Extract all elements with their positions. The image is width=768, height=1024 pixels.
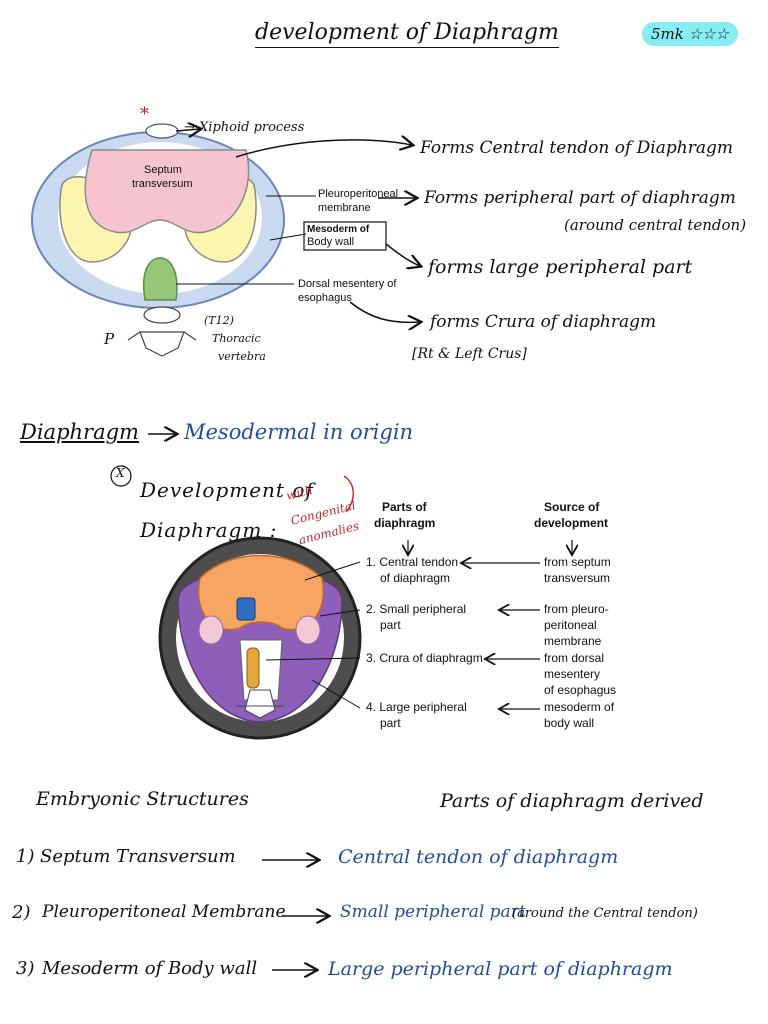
summary-column-left: Embryonic Structures	[36, 788, 249, 810]
xiphoid-label: → Xiphoid process	[184, 120, 305, 135]
source-2-line3: membrane	[544, 634, 602, 648]
small-peripheral-right-shape	[295, 615, 321, 645]
source-3-line3: of esophagus	[544, 683, 617, 697]
dorsal-mesentery-label-line1: Dorsal mesentery of	[298, 278, 397, 290]
mesoderm-label-line1: Mesoderm of	[307, 224, 370, 235]
column-parts-line2: diaphragm	[374, 516, 436, 530]
part-4-line2: part	[380, 716, 401, 730]
vertebra-shape	[127, 306, 197, 357]
p-mark: P	[104, 330, 115, 348]
diagram-2-title-line1: Development of	[140, 478, 314, 502]
vertebra-label-line3: vertebra	[218, 350, 266, 363]
origin-value: Mesodermal in origin	[184, 420, 414, 444]
summary-row-1-structure: Septum Transversum	[40, 846, 236, 867]
column-parts-line1: Parts of	[382, 500, 427, 514]
note-peripheral-line2: (around central tendon)	[564, 216, 747, 234]
summary-row-3-part: Large peripheral part of diaphragm	[328, 958, 673, 980]
part-1-line2: of diaphragm	[380, 571, 451, 585]
source-4-line2: body wall	[544, 716, 595, 730]
source-3-line2: mesentery	[544, 667, 601, 681]
diagram-2-title-line2: Diaphragm :	[140, 518, 278, 542]
marks-badge: 5mk ☆☆☆	[642, 22, 738, 46]
summary-row-2-structure: Pleuroperitoneal Membrane	[42, 902, 286, 922]
pleuroperitoneal-label-line2: membrane	[318, 202, 371, 214]
part-4-line1: 4. Large peripheral	[366, 700, 467, 714]
source-2-line2: peritoneal	[544, 618, 597, 632]
source-4-line1: mesoderm of	[544, 700, 615, 714]
diagram-2-mark: X	[116, 466, 125, 480]
summary-row-1-number: 1)	[16, 846, 35, 867]
note-central-tendon: Forms Central tendon of Diaphragm	[420, 138, 733, 158]
septum-label-line2: transversum	[132, 178, 193, 190]
column-source-line2: development	[534, 516, 609, 530]
part-2-line1: 2. Small peripheral	[366, 602, 467, 616]
summary-row-3-structure: Mesoderm of Body wall	[42, 958, 258, 979]
part-1-line1: 1. Central tendon	[366, 555, 459, 569]
note-crura-line1: forms Crura of diaphragm	[430, 312, 657, 332]
summary-row-1-part: Central tendon of diaphragm	[338, 846, 619, 868]
source-3-line1: from dorsal	[544, 651, 605, 665]
source-1-line2: transversum	[544, 571, 611, 585]
pleuroperitoneal-label-line1: Pleuroperitoneal	[318, 188, 399, 200]
page-title: development of Diaphragm	[255, 20, 559, 48]
summary-row-2-number: 2)	[12, 902, 31, 923]
xiphoid-shape	[145, 123, 179, 139]
mesoderm-label-line2: Body wall	[307, 236, 355, 248]
part-3-line1: 3. Crura of diaphragm	[366, 651, 483, 665]
summary-row-3-number: 3)	[16, 958, 35, 979]
septum-transversum-shape	[84, 149, 250, 234]
summary-row-2-part: Small peripheral part	[340, 902, 526, 922]
dorsal-mesentery-shape	[143, 257, 178, 301]
source-2-line1: from pleuro-	[544, 602, 609, 616]
origin-label: Diaphragm	[20, 420, 139, 444]
summary-column-right: Parts of diaphragm derived	[440, 790, 704, 812]
note-peripheral-line1: Forms peripheral part of diaphragm	[424, 188, 736, 208]
summary-row-2-extra: (around the Central tendon)	[512, 906, 698, 921]
part-2-line2: part	[380, 618, 401, 632]
vertebra-label-line2: Thoracic	[212, 332, 261, 345]
note-large-peripheral: forms large peripheral part	[428, 256, 693, 278]
diagram-2-graphics	[158, 536, 362, 740]
source-1-line1: from septum	[544, 555, 611, 569]
star-mark: *	[140, 104, 149, 125]
column-source-line1: Source of	[544, 500, 600, 514]
note-crura-line2: [Rt & Left Crus]	[412, 346, 527, 362]
dorsal-mesentery-label-line2: esophagus	[298, 292, 352, 304]
small-peripheral-left-shape	[198, 615, 224, 645]
septum-label-line1: Septum	[144, 164, 182, 176]
vertebra-label-line1: (T12)	[204, 314, 234, 327]
mesoderm-label-box	[303, 221, 387, 251]
